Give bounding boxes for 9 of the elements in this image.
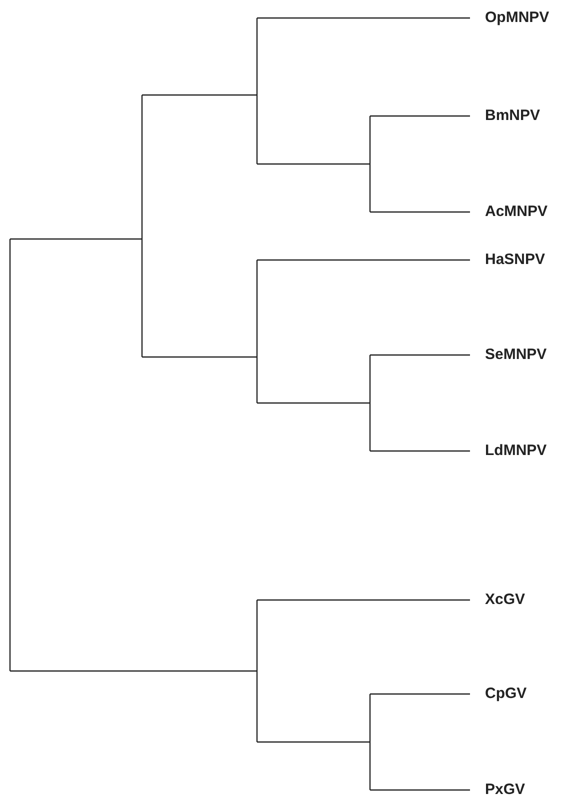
taxon-label: AcMNPV (485, 203, 548, 221)
taxon-label: PxGV (485, 781, 526, 799)
taxon-label: XcGV (485, 591, 526, 609)
taxon-label: BmNPV (485, 107, 540, 125)
taxon-label: LdMNPV (485, 442, 547, 460)
taxon-label: SeMNPV (485, 346, 547, 364)
taxon-label: CpGV (485, 685, 527, 703)
taxon-label: HaSNPV (485, 251, 546, 269)
taxon-label: OpMNPV (485, 9, 550, 27)
